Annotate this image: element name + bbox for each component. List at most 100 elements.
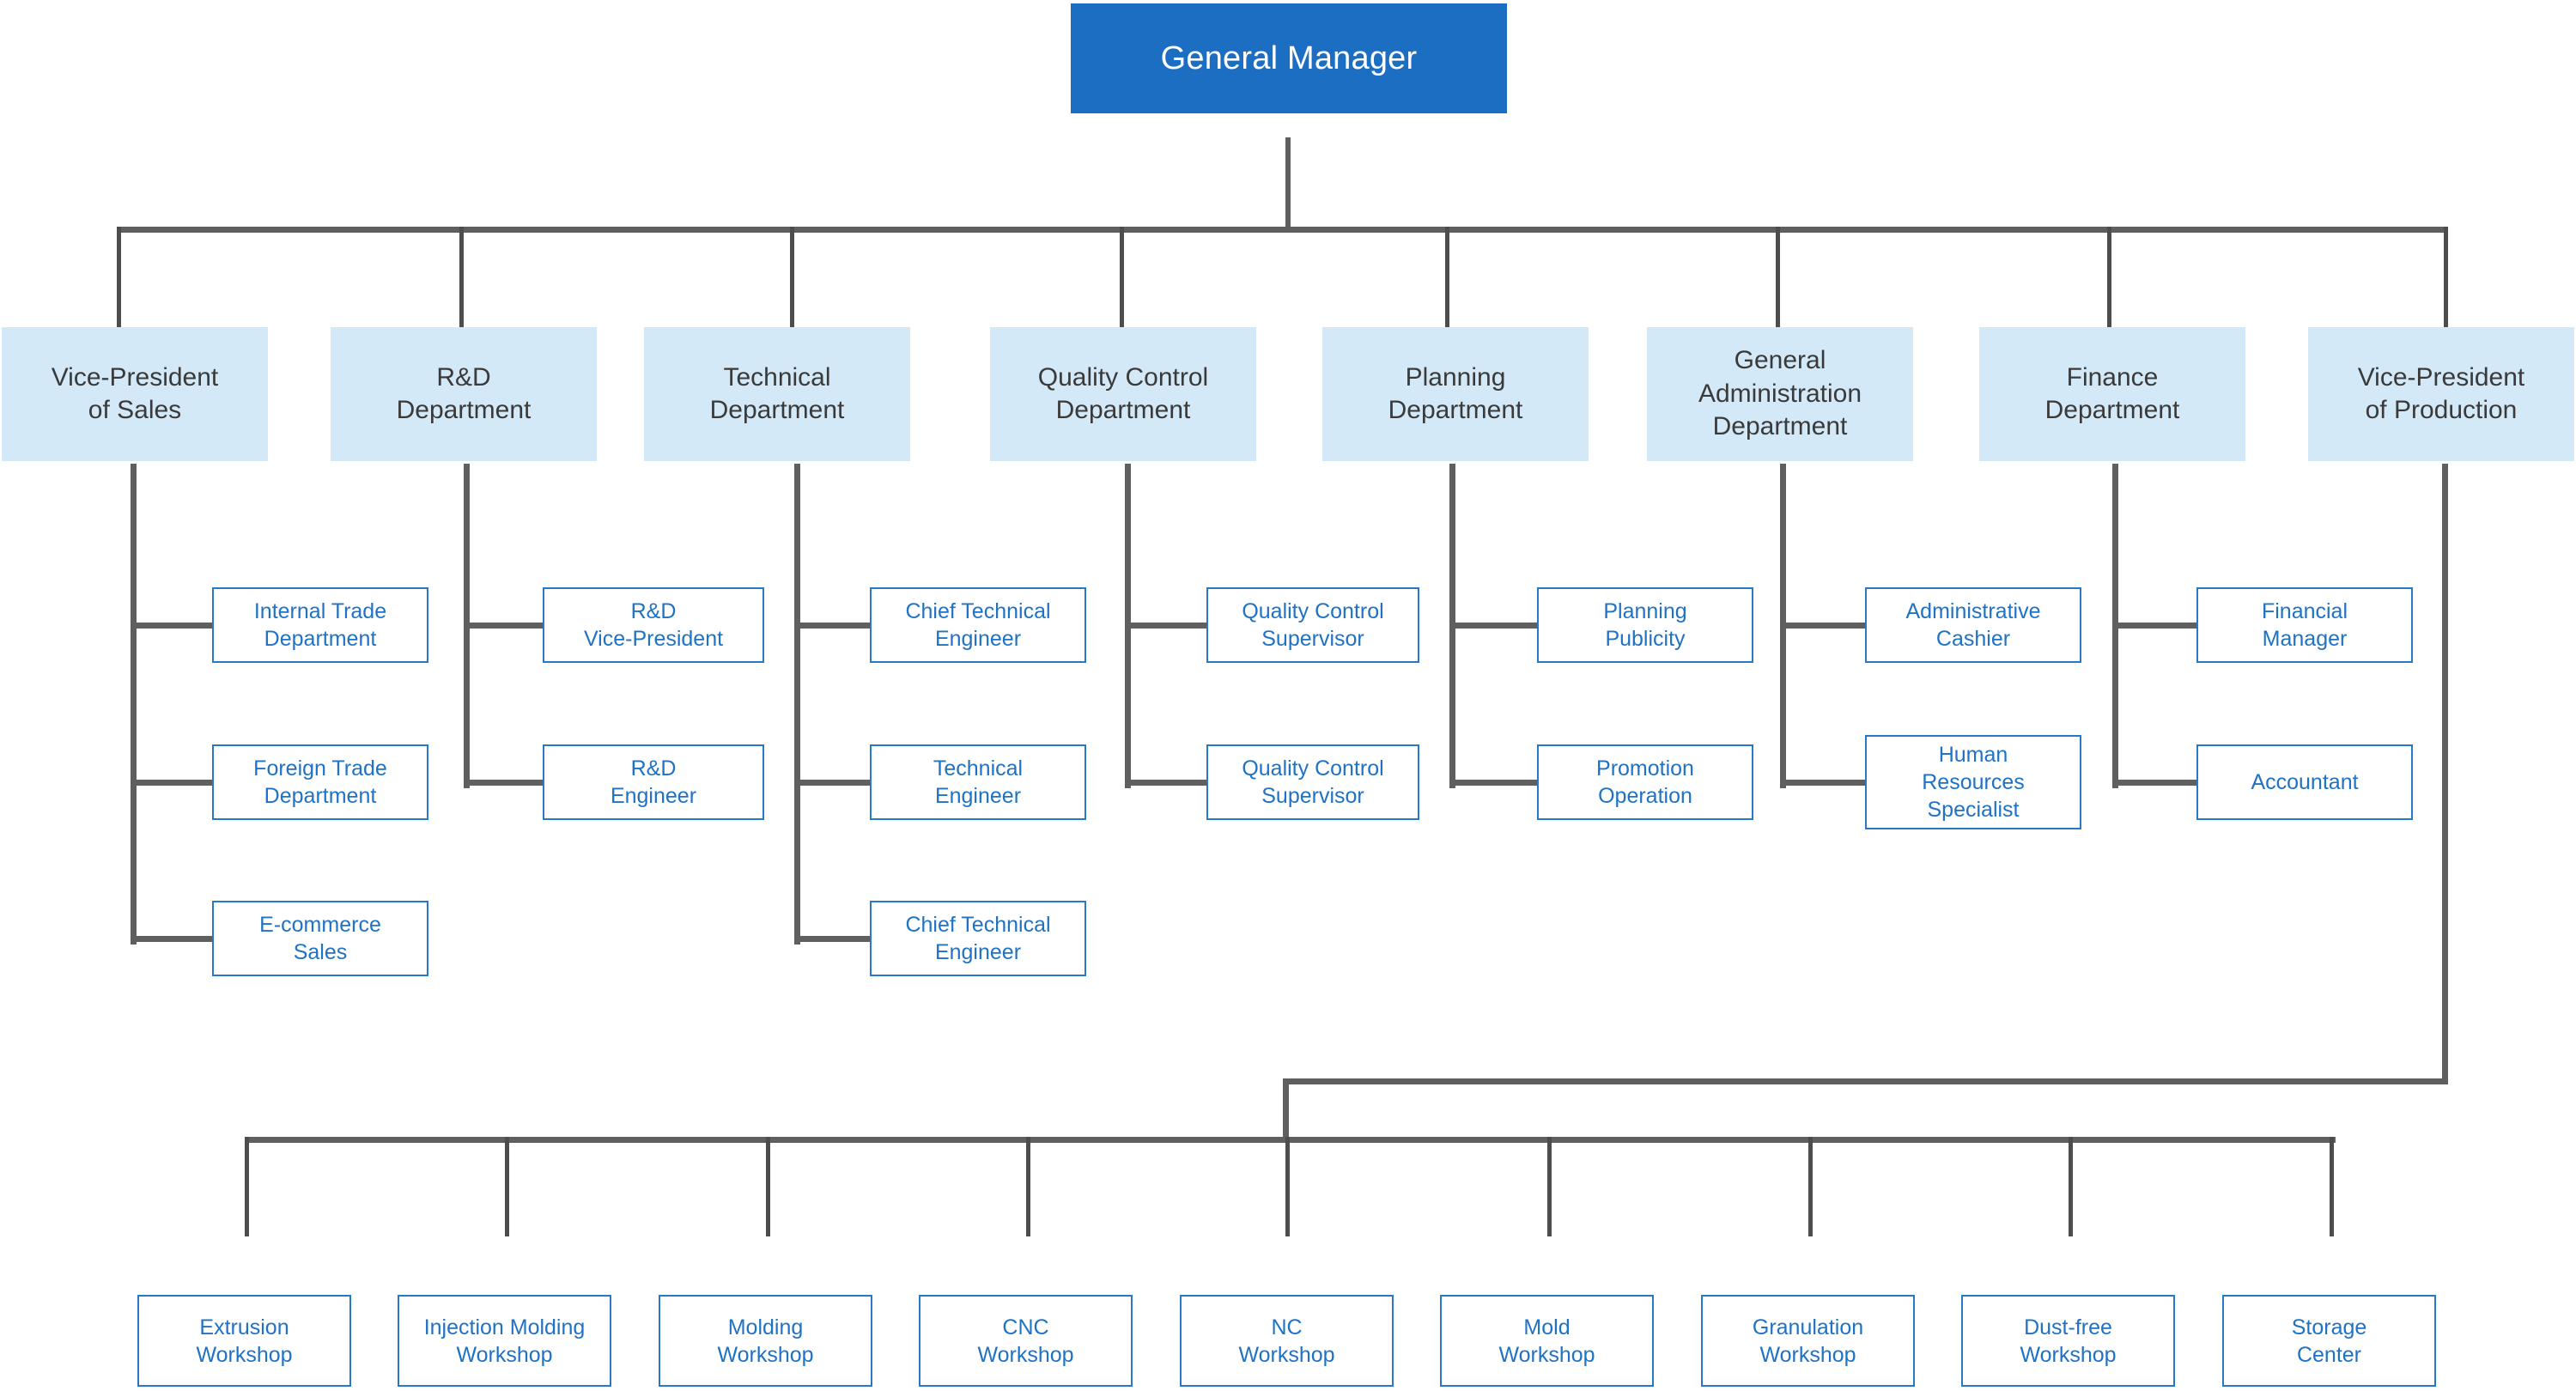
connector-workshop-drop [245, 1137, 249, 1236]
connector-production-elbow [1283, 1078, 2448, 1084]
connector-sub-stub [2112, 780, 2196, 786]
connector-sub-stub [794, 780, 870, 786]
node-general-manager[interactable]: General Manager [1071, 3, 1507, 113]
connector-dept-drop [1120, 227, 1124, 327]
connector-main-bus [117, 227, 2447, 233]
connector-workshop-drop [1285, 1137, 1290, 1236]
connector-sub-stub [2112, 623, 2196, 629]
connector-dept-drop [1445, 227, 1449, 327]
connector-dept-spine [794, 464, 800, 945]
connector-dept-spine [131, 464, 137, 945]
connector-sub-stub [794, 936, 870, 942]
connector-dept-drop [790, 227, 794, 327]
connector-dept-drop [117, 227, 121, 327]
connector-dept-drop [2444, 227, 2448, 327]
connector-sub-stub [1125, 623, 1206, 629]
connector-sub-stub [131, 780, 212, 786]
connector-sub-stub [1780, 623, 1865, 629]
connector-sub-stub [131, 623, 212, 629]
connector-workshop-bus [245, 1137, 2336, 1143]
connector-sub-stub [1125, 780, 1206, 786]
connector-production-vertical [2442, 464, 2448, 1084]
connector-workshop-drop [505, 1137, 509, 1236]
connector-workshop-drop [1026, 1137, 1030, 1236]
node-label: Accountant [2251, 770, 2359, 794]
connector-sub-stub [464, 780, 543, 786]
connector-sub-stub [464, 623, 543, 629]
connector-sub-stub [1449, 623, 1537, 629]
connector-workshop-drop [1547, 1137, 1552, 1236]
connector-sub-stub [1449, 780, 1537, 786]
node-sub-role[interactable]: Accountant [2196, 744, 2413, 820]
connector-sub-stub [1780, 780, 1865, 786]
node-label: General Manager [1160, 39, 1418, 76]
connector-sub-stub [131, 936, 212, 942]
connector-dept-drop [2107, 227, 2111, 327]
connector-production-stem [1283, 1078, 1289, 1142]
connector-workshop-drop [2330, 1137, 2334, 1236]
connector-dept-drop [459, 227, 464, 327]
connector-root-stem [1285, 137, 1291, 230]
